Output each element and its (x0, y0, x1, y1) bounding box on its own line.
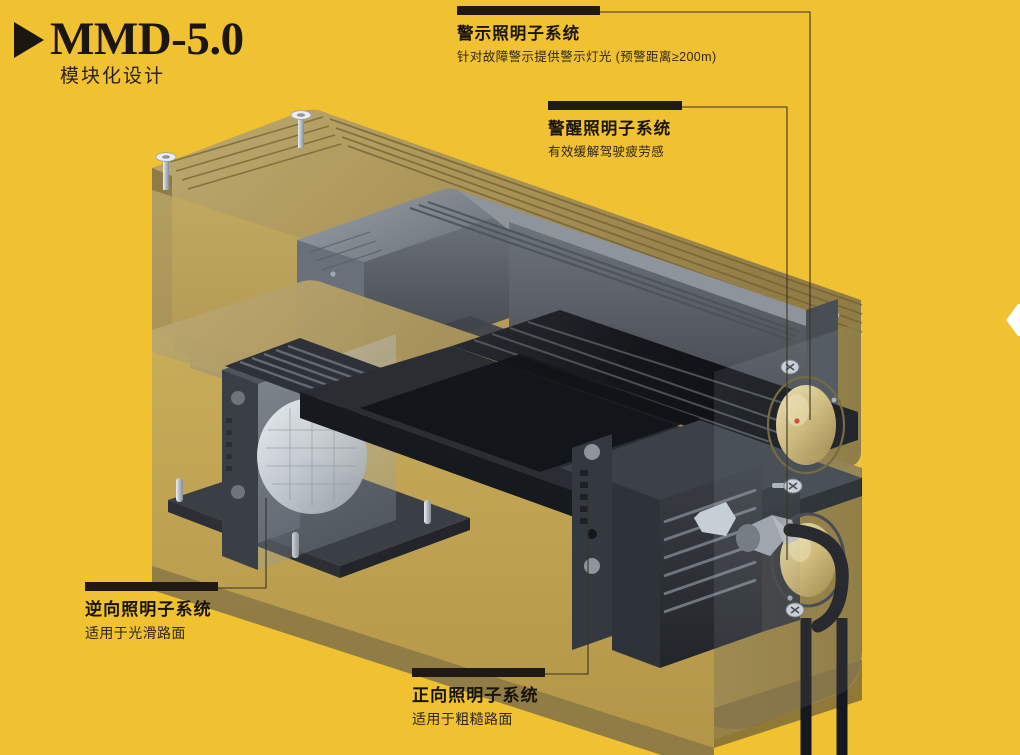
callout-warning-lighting: 警示照明子系统 针对故障警示提供警示灯光 (预警距离≥200m) (457, 6, 717, 65)
brand-block: MMD-5.0 模块化设计 (14, 14, 244, 88)
callout-rule (548, 101, 682, 110)
power-cables (800, 618, 848, 755)
callout-description: 适用于粗糙路面 (412, 711, 513, 727)
callout-title: 警示照明子系统 (457, 25, 581, 43)
lens-assembly-lower (736, 512, 849, 633)
page-title: MMD-5.0 (50, 13, 244, 65)
callout-description: 针对故障警示提供警示灯光 (预警距离≥200m) (457, 50, 717, 64)
lens-assembly-upper (766, 359, 846, 494)
callout-rule (412, 668, 545, 677)
callout-reverse-lighting: 逆向照明子系统 适用于光滑路面 (85, 582, 218, 641)
callout-rule (85, 582, 218, 591)
callout-title: 正向照明子系统 (412, 686, 539, 705)
callout-forward-lighting: 正向照明子系统 适用于粗糙路面 (412, 668, 545, 727)
brand-subtitle: 模块化设计 (60, 66, 166, 87)
chevron-left-icon[interactable] (1000, 300, 1020, 340)
callout-description: 适用于光滑路面 (85, 625, 186, 641)
callout-title: 警醒照明子系统 (548, 120, 672, 138)
play-triangle-icon (14, 22, 44, 58)
callout-rule (457, 6, 600, 15)
callout-title: 逆向照明子系统 (85, 600, 212, 619)
callout-alert-lighting: 警醒照明子系统 有效缓解驾驶疲劳感 (548, 101, 682, 160)
callout-description: 有效缓解驾驶疲劳感 (548, 145, 665, 159)
